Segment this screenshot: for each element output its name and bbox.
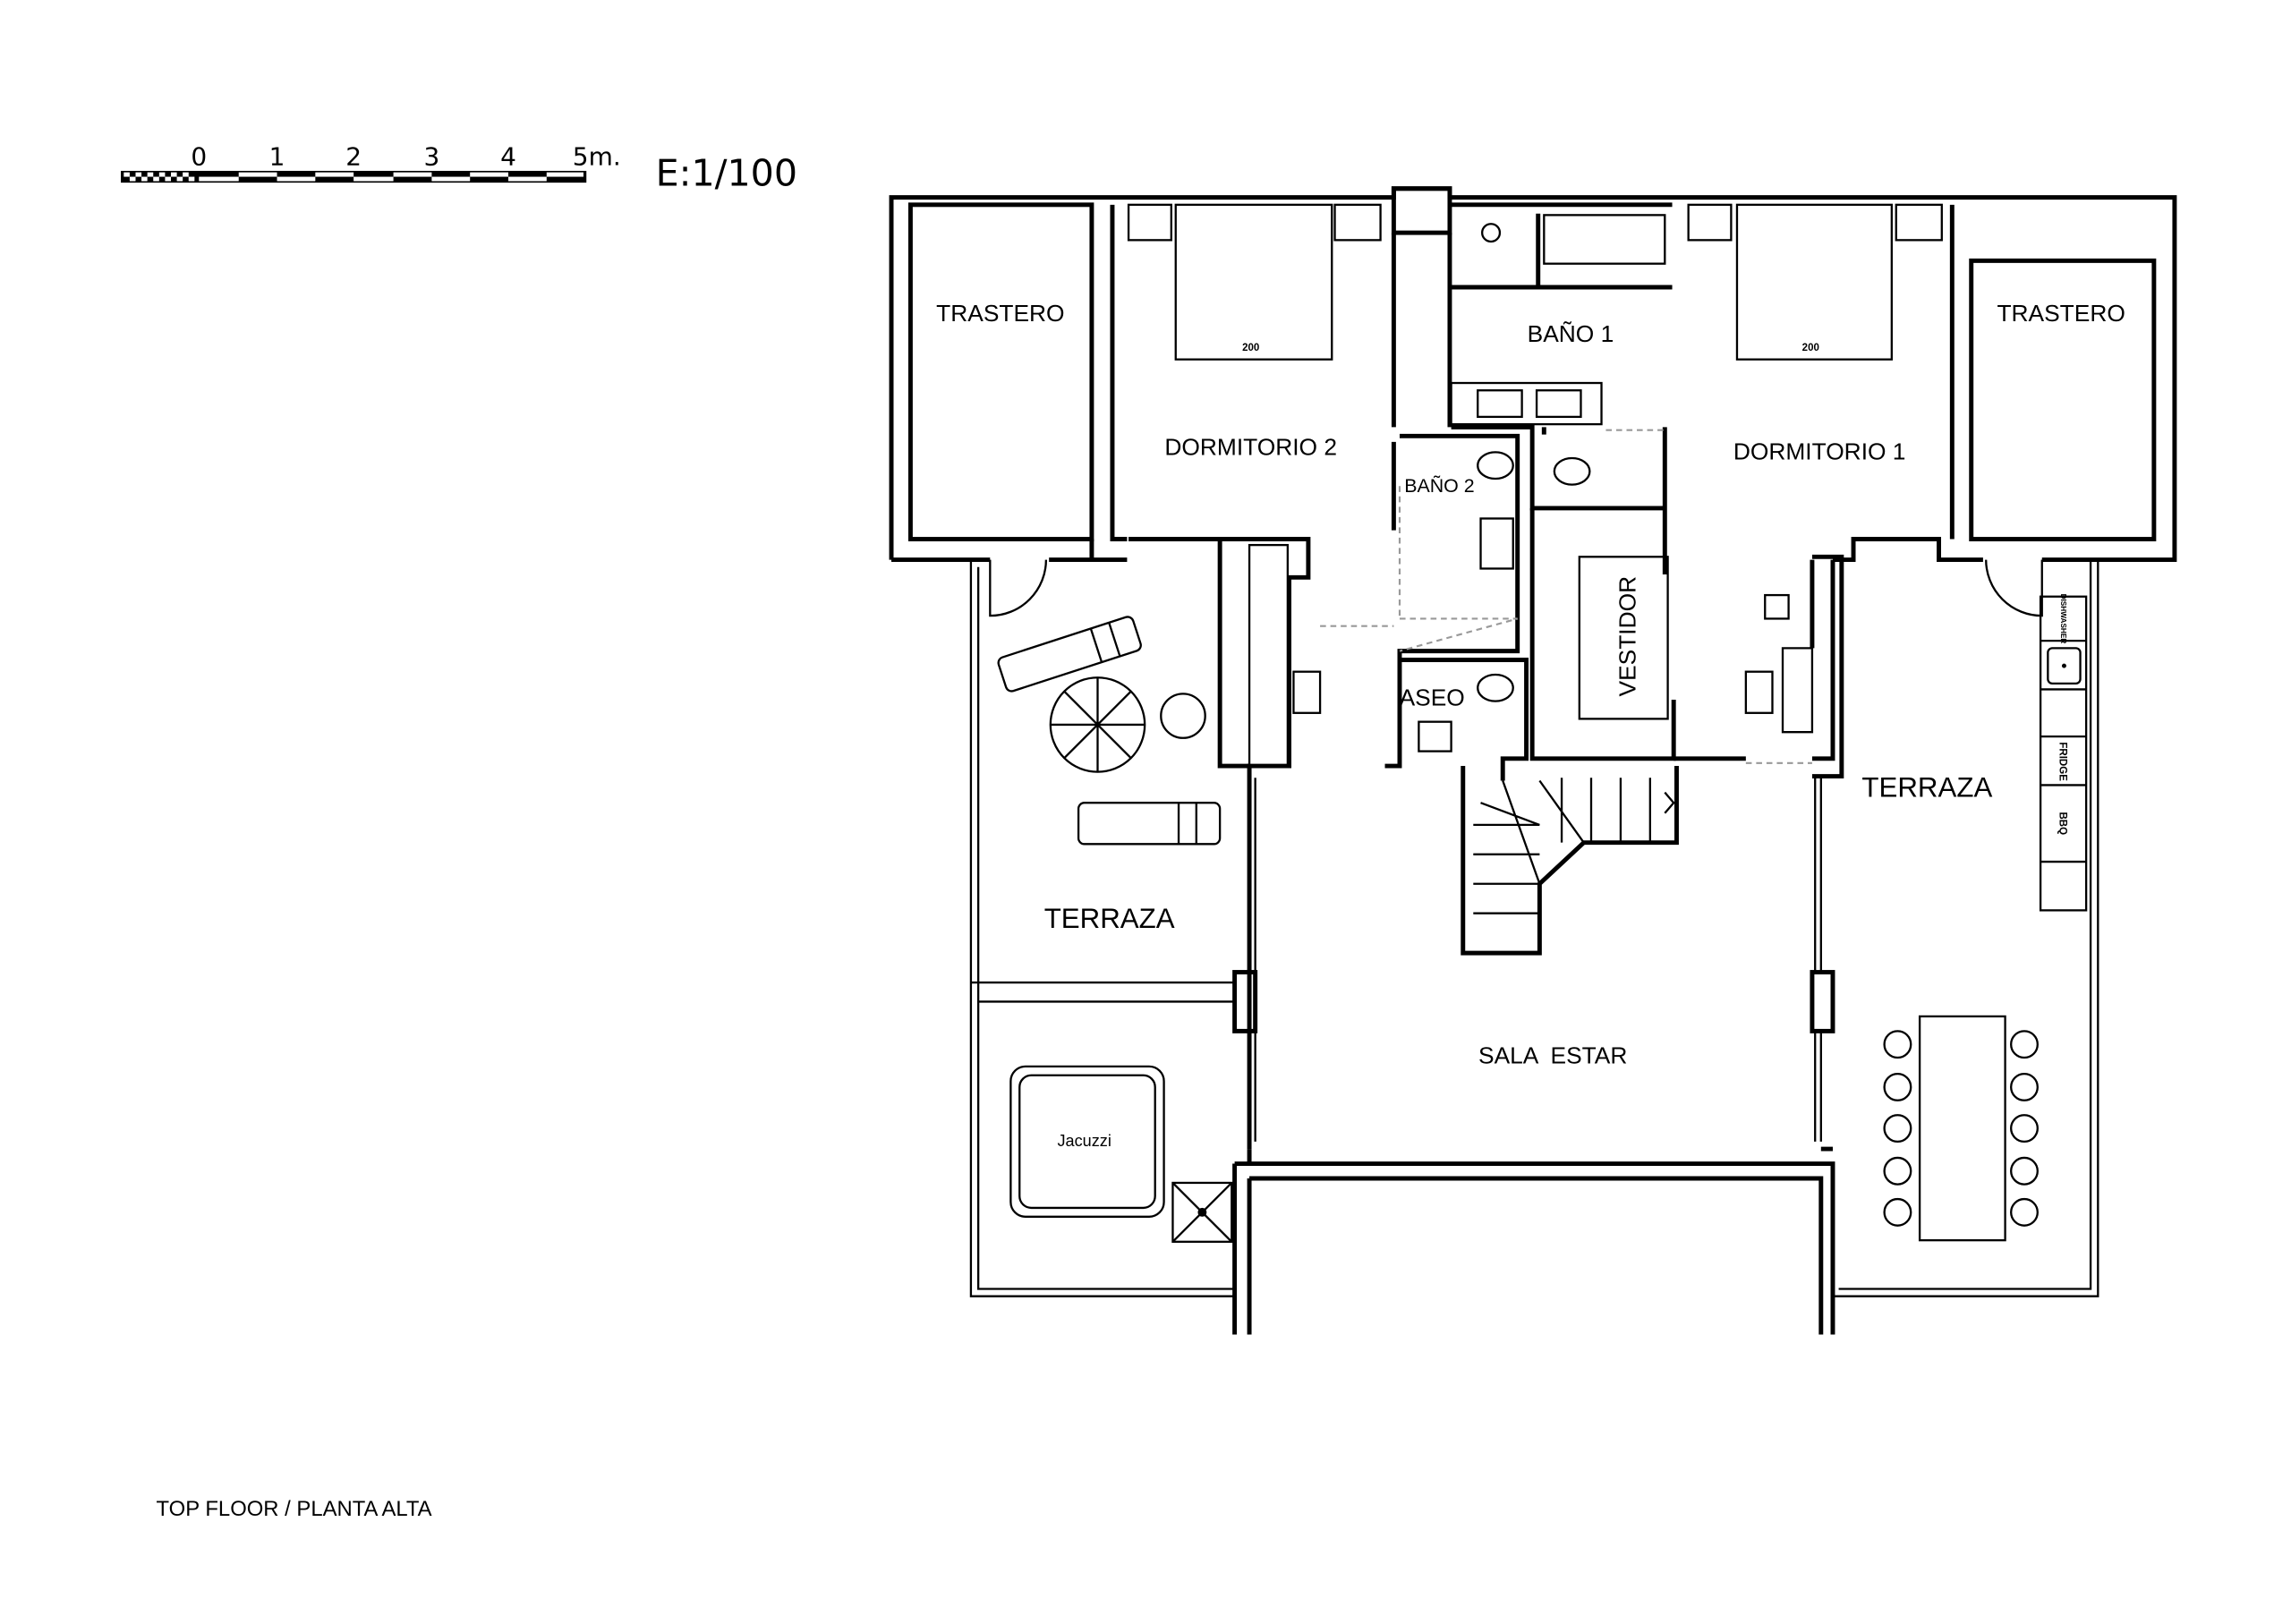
label-bano-2: BAÑO 2: [1404, 474, 1474, 497]
scale-tick-2: 2: [345, 141, 362, 171]
room-labels: TRASTERO TRASTERO DORMITORIO 2 DORMITORI…: [936, 300, 2125, 1150]
label-bbq: BBQ: [2057, 812, 2068, 835]
scale-bar: 0 1 2 3 4 5m. E:1/100: [121, 141, 797, 194]
scale-tick-5: 5m.: [573, 141, 621, 171]
label-terraza-left: TERRAZA: [1044, 903, 1175, 934]
scale-tick-3: 3: [423, 141, 439, 171]
terraces: [969, 559, 2099, 1335]
label-trastero-left: TRASTERO: [936, 300, 1064, 327]
scale-ratio: E:1/100: [656, 151, 797, 194]
scale-tick-1: 1: [269, 141, 285, 171]
sun-lounger-2: [1077, 802, 1222, 846]
label-vestidor: VESTIDOR: [1614, 576, 1640, 697]
label-dormitorio-1: DORMITORIO 1: [1733, 438, 1906, 465]
label-sala-estar: SALA ESTAR: [1478, 1042, 1627, 1069]
label-fridge: FRIDGE: [2057, 742, 2068, 781]
label-bano-1: BAÑO 1: [1528, 320, 1614, 347]
label-dormitorio-2: DORMITORIO 2: [1164, 434, 1337, 461]
label-aseo: ASEO: [1400, 684, 1465, 711]
label-terraza-right: TERRAZA: [1861, 772, 1992, 803]
plan-caption: TOP FLOOR / PLANTA ALTA: [157, 1497, 432, 1521]
label-trastero-right: TRASTERO: [1997, 300, 2125, 327]
scale-tick-4: 4: [500, 141, 516, 171]
sun-lounger-1: [997, 616, 1142, 693]
building-walls: [889, 186, 2177, 1150]
label-appliance: DISHWASHER: [2059, 594, 2067, 644]
bed-1-size: 200: [1802, 343, 1819, 353]
parasol: [1049, 676, 1146, 773]
scale-tick-0: 0: [191, 141, 207, 171]
bed-2-size: 200: [1242, 343, 1259, 353]
label-jacuzzi: Jacuzzi: [1058, 1132, 1111, 1150]
